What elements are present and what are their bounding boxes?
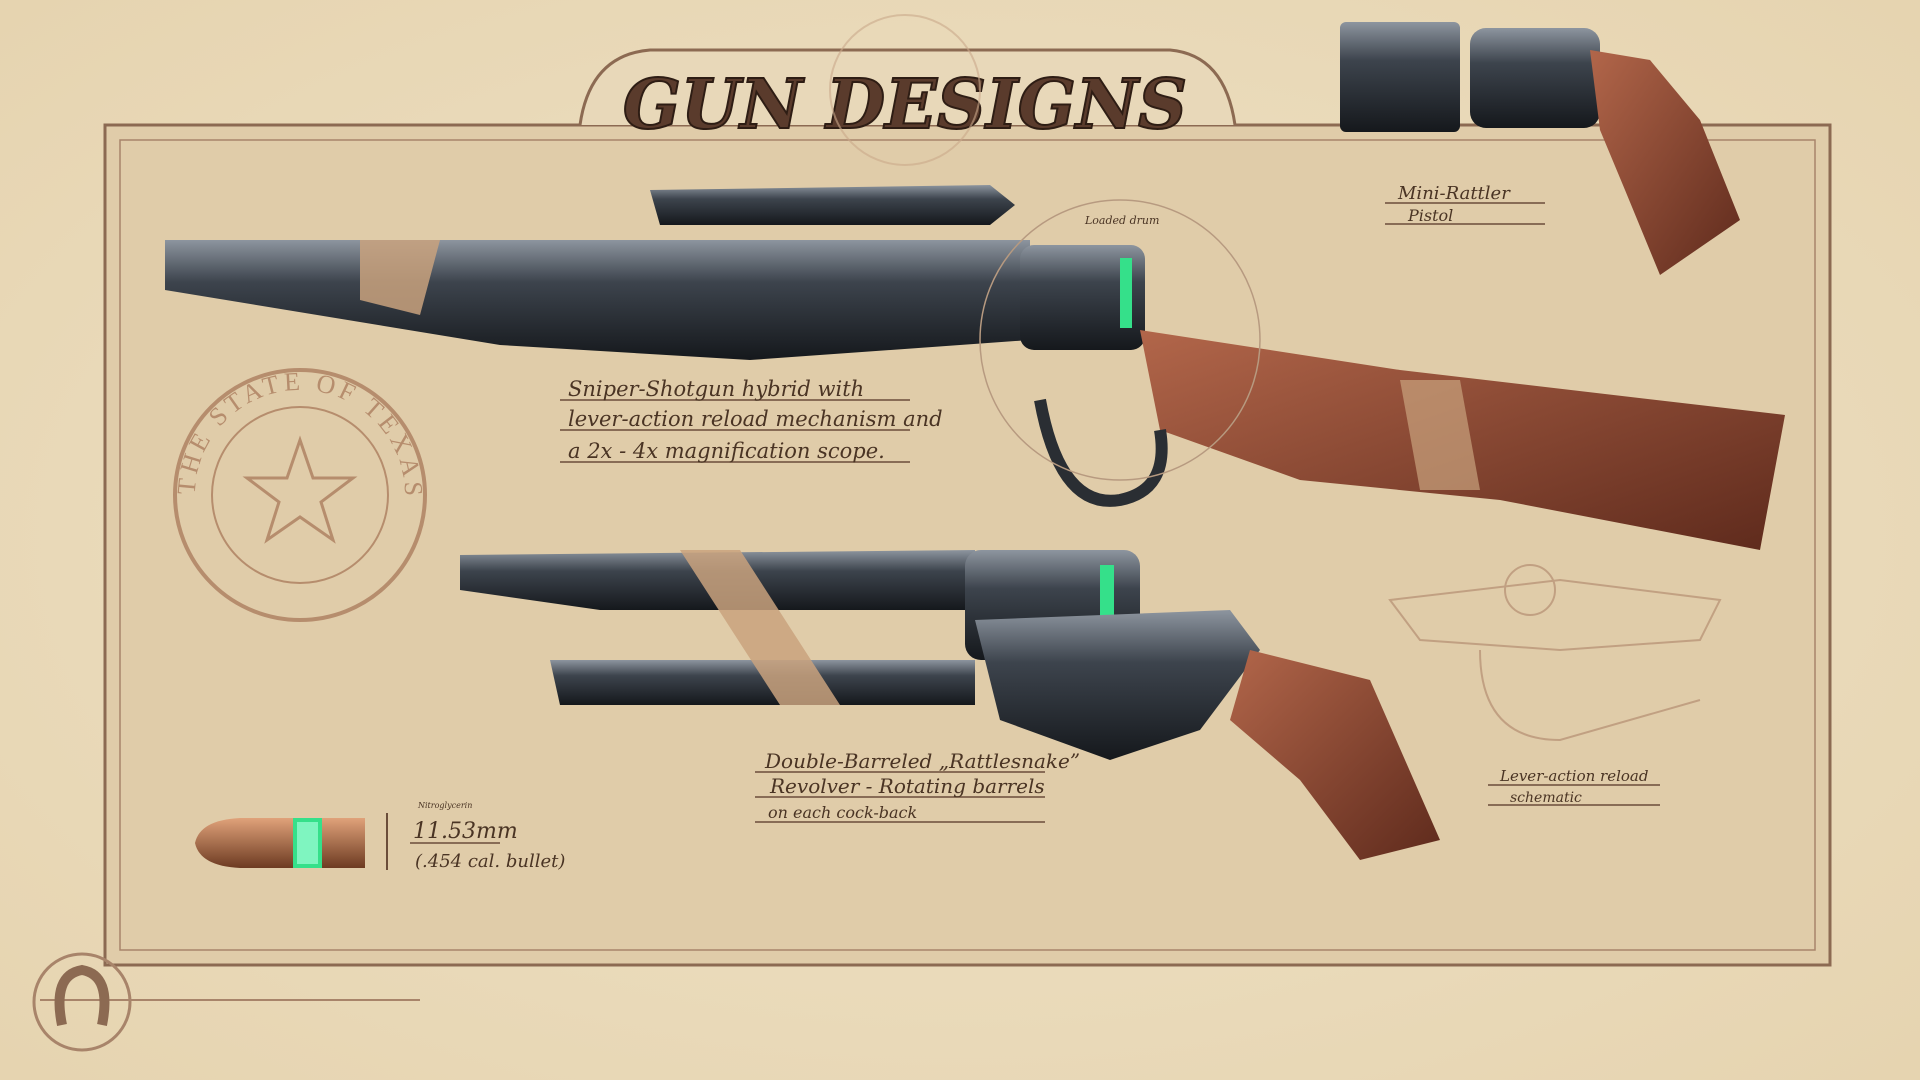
sheet-title: GUN DESIGNS [623,65,1187,145]
pistol-grip [1590,50,1740,275]
revolver-grip [1230,650,1440,860]
revolver-note-line: Double-Barreled „Rattlesnake” [764,749,1080,773]
pistol-barrel [1340,22,1460,132]
bullet-size-label: 11.53mm [413,819,518,844]
pistol-note-line: Pistol [1407,206,1453,225]
rifle-note-line: lever-action reload mechanism and [568,407,943,431]
callout-circle [979,199,1261,481]
revolver-notes: Double-Barreled „Rattlesnake” Revolver -… [755,749,1080,823]
revolver-note-line: Revolver - Rotating barrels [769,774,1045,798]
sniper-shotgun-rifle [165,185,1785,550]
revolver-frame [975,610,1260,760]
bullet-notes: Nitroglycerin 11.53mm (.454 cal. bullet) [410,801,565,872]
pistol-note-line: Mini-Rattler [1397,183,1511,204]
rifle-scope [650,185,1015,225]
bullet [195,813,388,870]
barrel-wrap [360,240,440,315]
bullet-propellant-label: Nitroglycerin [417,801,472,810]
mini-rattler-pistol [1340,22,1740,275]
lever-loop [1034,398,1168,507]
cylinder-glow [1100,565,1114,630]
bullet-glow [293,818,322,868]
pistol-notes: Mini-Rattler Pistol [1385,183,1545,225]
revolver-lower-barrel [550,660,975,705]
schematic-notes: Lever-action reload schematic [1488,767,1660,806]
rifle-note-line: a 2x - 4x magnification scope. [568,439,885,463]
bullet-caliber-label: (.454 cal. bullet) [415,851,565,872]
star-icon [242,435,358,544]
rifle-note-line: Sniper-Shotgun hybrid with [568,377,864,401]
stock-wrap [1400,380,1480,490]
rifle-drum [1020,245,1145,350]
barrel-wrap [680,550,840,705]
rifle-drum-label: Loaded drum [1084,214,1159,227]
schematic-note-line: Lever-action reload [1499,767,1648,785]
horseshoe-icon [54,964,110,1026]
faint-seal [829,14,981,166]
rifle-notes: Sniper-Shotgun hybrid with lever-action … [560,377,943,463]
double-barreled-revolver [460,550,1440,860]
revolver-note-line: on each cock-back [768,803,917,822]
bullet-casing [195,818,365,868]
schematic-note-line: schematic [1510,790,1582,806]
horseshoe-emblem [32,952,132,1052]
pistol-cylinder [1470,28,1600,128]
drum-glow [1120,258,1132,328]
lever-action-schematic [1388,564,1722,742]
